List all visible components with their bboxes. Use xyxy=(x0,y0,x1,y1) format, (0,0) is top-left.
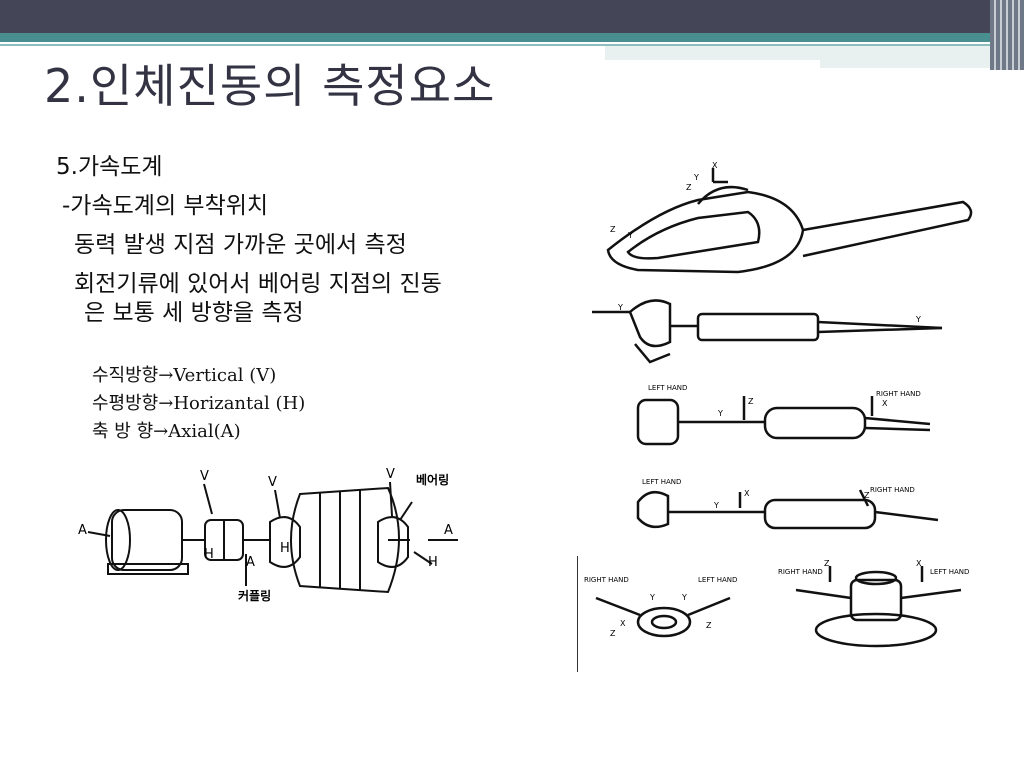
body-line-2: 동력 발생 지점 가까운 곳에서 측정 xyxy=(74,232,407,258)
label-coupling: 커플링 xyxy=(238,588,271,603)
body-line-4: 은 보통 세 방향을 측정 xyxy=(84,300,304,326)
angle-grinder-diagram: RIGHT HAND LEFT HAND Z X xyxy=(778,560,969,648)
bearing-left xyxy=(269,516,301,568)
grinder-diagram-1: LEFT HAND RIGHT HAND Y Z X xyxy=(636,384,931,446)
svg-text:LEFT HAND: LEFT HAND xyxy=(642,478,681,486)
rock-drill-diagram: Y Y xyxy=(592,299,943,364)
svg-text:X: X xyxy=(712,161,718,170)
label-a-right: A xyxy=(444,523,453,538)
svg-text:RIGHT HAND: RIGHT HAND xyxy=(876,390,921,398)
svg-text:Y: Y xyxy=(681,593,687,602)
svg-text:Y: Y xyxy=(717,409,723,418)
direction-legend: 수직방향→Vertical (V) 수평방향→Horizantal (H) 축 … xyxy=(92,362,305,446)
svg-text:Z: Z xyxy=(824,560,830,568)
handle-diagram: RIGHT HAND LEFT HAND X Y Y Z Z xyxy=(584,576,737,638)
bearing-right xyxy=(377,516,409,568)
label-v-3: V xyxy=(386,467,395,482)
svg-text:Z: Z xyxy=(610,629,616,638)
svg-text:LEFT HAND: LEFT HAND xyxy=(930,568,969,576)
svg-text:Y: Y xyxy=(713,501,719,510)
svg-text:X: X xyxy=(744,489,750,498)
svg-text:X: X xyxy=(916,560,922,568)
svg-text:RIGHT HAND: RIGHT HAND xyxy=(870,486,915,494)
svg-text:Y: Y xyxy=(617,303,623,312)
corner-decoration xyxy=(990,0,1024,70)
label-bearing: 베어링 xyxy=(416,472,449,487)
label-v-2: V xyxy=(268,475,277,490)
svg-text:LEFT HAND: LEFT HAND xyxy=(648,384,687,392)
svg-text:RIGHT HAND: RIGHT HAND xyxy=(584,576,629,584)
body-heading: 5.가속도계 xyxy=(56,154,163,180)
svg-text:Z: Z xyxy=(610,225,616,234)
svg-text:Y: Y xyxy=(693,173,699,182)
svg-text:Y: Y xyxy=(915,315,921,324)
svg-text:X: X xyxy=(620,619,626,628)
label-a-left: A xyxy=(78,523,87,538)
legend-vertical: 수직방향→Vertical (V) xyxy=(92,365,277,386)
label-a-mid: A xyxy=(246,555,255,570)
svg-text:Z: Z xyxy=(864,491,870,500)
legend-horizontal: 수평방향→Horizantal (H) xyxy=(92,393,306,414)
accent-light-bar xyxy=(605,46,990,60)
svg-text:Z: Z xyxy=(706,621,712,630)
svg-text:RIGHT HAND: RIGHT HAND xyxy=(778,568,823,576)
legend-axial: 축 방 향→Axial(A) xyxy=(92,421,241,442)
label-h-1: H xyxy=(204,547,214,562)
svg-text:Z: Z xyxy=(748,397,754,406)
machine-bearing-diagram: A V H V H A V 베어링 A H 커플링 xyxy=(78,467,458,603)
label-h-3: H xyxy=(428,555,438,570)
svg-text:Y: Y xyxy=(627,231,633,240)
slide-title: 2.인체진동의 측정요소 xyxy=(44,59,496,113)
svg-text:X: X xyxy=(882,399,888,408)
svg-text:LEFT HAND: LEFT HAND xyxy=(698,576,737,584)
grinder-diagram-2: LEFT HAND RIGHT HAND Y X Z xyxy=(636,478,939,530)
top-dark-bar xyxy=(0,0,1024,33)
motor-body xyxy=(111,509,183,571)
svg-text:Z: Z xyxy=(686,183,692,192)
accent-light-bar-small xyxy=(820,60,990,68)
drum-shape xyxy=(290,486,400,594)
chainsaw-diagram: X Y Z Z Y xyxy=(606,161,973,274)
body-line-1: -가속도계의 부착위치 xyxy=(62,193,269,219)
top-thin-line xyxy=(0,44,990,46)
label-v-1: V xyxy=(200,469,209,484)
body-line-3: 회전기류에 있어서 베어링 지점의 진동 xyxy=(74,271,442,297)
diagram-divider xyxy=(577,556,578,672)
label-h-2: H xyxy=(280,541,290,556)
motor-base xyxy=(107,563,189,575)
slide-body: 5.가속도계 -가속도계의 부착위치 동력 발생 지점 가까운 곳에서 측정 회… xyxy=(56,148,442,333)
svg-text:Y: Y xyxy=(649,593,655,602)
top-teal-bar xyxy=(0,33,990,42)
